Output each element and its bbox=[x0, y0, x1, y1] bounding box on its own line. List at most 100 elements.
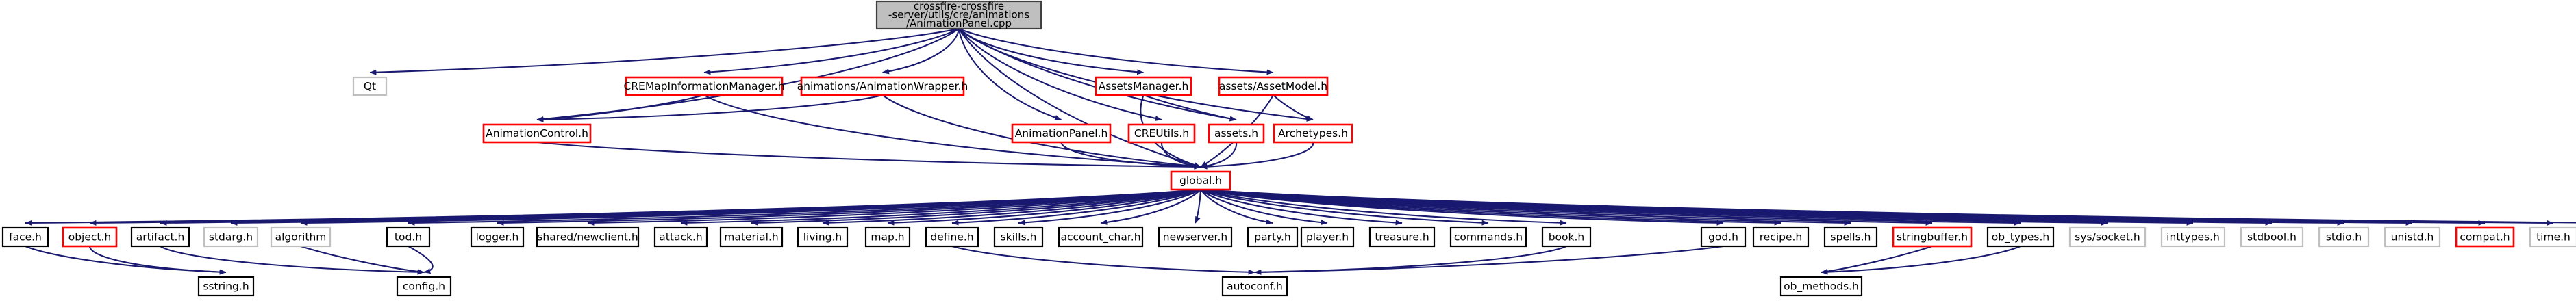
node-box bbox=[62, 226, 118, 248]
node-box bbox=[993, 226, 1044, 248]
node-label: algorithm bbox=[275, 231, 327, 244]
node-box bbox=[925, 226, 979, 248]
node-box bbox=[800, 76, 965, 96]
graph-edge bbox=[25, 246, 227, 275]
node-label: AssetsManager.h bbox=[1099, 80, 1189, 92]
graph-node-assetsh[interactable]: assets.h bbox=[1208, 123, 1265, 144]
graph-edge bbox=[958, 28, 1274, 75]
graph-node-treasure: treasure.h bbox=[1368, 226, 1436, 248]
node-box bbox=[396, 276, 452, 297]
node-box bbox=[1221, 276, 1288, 297]
graph-edge bbox=[881, 28, 960, 75]
node-box bbox=[203, 226, 259, 248]
graph-edge bbox=[1273, 94, 1314, 121]
graph-node-algorithm: algorithm bbox=[270, 226, 332, 248]
graph-node-animationwrapper[interactable]: animations/AnimationWrapper.h bbox=[797, 76, 968, 96]
graph-edge bbox=[1200, 189, 1489, 226]
graph-edge bbox=[1200, 189, 1328, 226]
node-label: CREUtils.h bbox=[1134, 127, 1189, 140]
graph-edge bbox=[536, 94, 883, 122]
graph-node-ob_types: ob_types.h bbox=[1986, 226, 2055, 248]
graph-node-undefined[interactable]: crossfire-crossfire-server/utils/cre/ani… bbox=[875, 0, 1042, 30]
graph-edge bbox=[1200, 189, 1403, 226]
graph-node-map: map.h bbox=[864, 226, 911, 248]
node-box bbox=[1170, 170, 1231, 191]
graph-edge bbox=[536, 141, 1201, 170]
node-label: stdbool.h bbox=[2247, 231, 2297, 244]
node-box bbox=[1095, 76, 1192, 96]
node-box bbox=[1700, 226, 1747, 248]
node-label: Archetypes.h bbox=[1278, 127, 1348, 140]
graph-node-creutils[interactable]: CREUtils.h bbox=[1127, 123, 1196, 144]
node-label: treasure.h bbox=[1375, 231, 1429, 244]
node-label: logger.h bbox=[476, 231, 519, 244]
graph-edge bbox=[887, 189, 1201, 226]
graph-node-assetsmanager[interactable]: AssetsManager.h bbox=[1095, 76, 1192, 96]
node-label: skills.h bbox=[1001, 231, 1037, 244]
graph-edge bbox=[1018, 189, 1201, 226]
node-box bbox=[1752, 226, 1810, 248]
node-box bbox=[1823, 226, 1878, 248]
node-label: shared/newclient.h bbox=[537, 231, 638, 244]
node-box bbox=[2160, 226, 2226, 248]
graph-edge bbox=[587, 188, 1201, 226]
node-label: stdarg.h bbox=[209, 231, 253, 244]
graph-node-stringbuffer[interactable]: stringbuffer.h bbox=[1892, 226, 1973, 248]
graph-edge bbox=[1143, 94, 1237, 122]
node-box bbox=[1208, 123, 1265, 144]
node-box bbox=[482, 123, 592, 144]
graph-edge bbox=[822, 188, 1201, 226]
node-label: AnimationControl.h bbox=[486, 127, 588, 140]
node-label: artifact.h bbox=[136, 231, 185, 244]
node-label: living.h bbox=[803, 231, 842, 244]
node-label: assets/AssetModel.h bbox=[1219, 80, 1327, 92]
graph-node-stdbool: stdbool.h bbox=[2240, 226, 2304, 248]
graph-edge bbox=[1821, 246, 2021, 275]
graph-node-unistd: unistd.h bbox=[2384, 226, 2441, 248]
node-label: object.h bbox=[68, 231, 112, 244]
node-box bbox=[1, 226, 49, 248]
node-box bbox=[270, 226, 332, 248]
graph-edge bbox=[1160, 142, 1201, 169]
graph-node-global[interactable]: global.h bbox=[1170, 170, 1231, 191]
node-label: animations/AnimationWrapper.h bbox=[797, 80, 968, 92]
graph-node-material: material.h bbox=[719, 226, 784, 248]
graph-node-assetmodel[interactable]: assets/AssetModel.h bbox=[1218, 76, 1329, 96]
node-box bbox=[1541, 226, 1592, 248]
node-label: config.h bbox=[403, 280, 445, 293]
graph-node-logger: logger.h bbox=[470, 226, 525, 248]
node-box bbox=[1368, 226, 1436, 248]
graph-edge bbox=[1200, 188, 2576, 224]
graph-node-party: party.h bbox=[1247, 226, 1299, 248]
graph-node-archetypes[interactable]: Archetypes.h bbox=[1273, 123, 1353, 144]
graph-node-object[interactable]: object.h bbox=[62, 226, 118, 248]
graph-node-animationcontrol[interactable]: AnimationControl.h bbox=[482, 123, 592, 144]
node-label: face.h bbox=[9, 231, 42, 244]
graph-node-artifact: artifact.h bbox=[130, 226, 190, 248]
graph-node-animationpanel[interactable]: AnimationPanel.h bbox=[1011, 123, 1112, 144]
node-label: god.h bbox=[1708, 231, 1738, 244]
graph-edge bbox=[369, 27, 960, 75]
node-box bbox=[797, 226, 849, 248]
graph-node-sstring: sstring.h bbox=[197, 276, 255, 297]
graph-edge bbox=[951, 189, 1201, 226]
graph-node-define: define.h bbox=[925, 226, 979, 248]
node-box bbox=[1986, 226, 2055, 248]
node-label: sstring.h bbox=[203, 280, 249, 293]
graph-node-config: config.h bbox=[396, 276, 452, 297]
graph-edge bbox=[1821, 246, 1933, 274]
graph-edge bbox=[1200, 189, 1273, 225]
graph-node-cremapinformationmanager[interactable]: CREMapInformationManager.h bbox=[623, 76, 785, 96]
node-box bbox=[2455, 226, 2515, 248]
node-label: ob_types.h bbox=[1992, 231, 2050, 244]
graph-node-ob_methods: ob_methods.h bbox=[1779, 276, 1863, 297]
node-box bbox=[1449, 226, 1527, 248]
graph-node-compat[interactable]: compat.h bbox=[2455, 226, 2515, 248]
node-box bbox=[1058, 226, 1144, 248]
graph-edge bbox=[160, 246, 425, 275]
node-label: global.h bbox=[1179, 174, 1222, 187]
node-box bbox=[625, 76, 784, 96]
graph-edge bbox=[958, 28, 1201, 168]
